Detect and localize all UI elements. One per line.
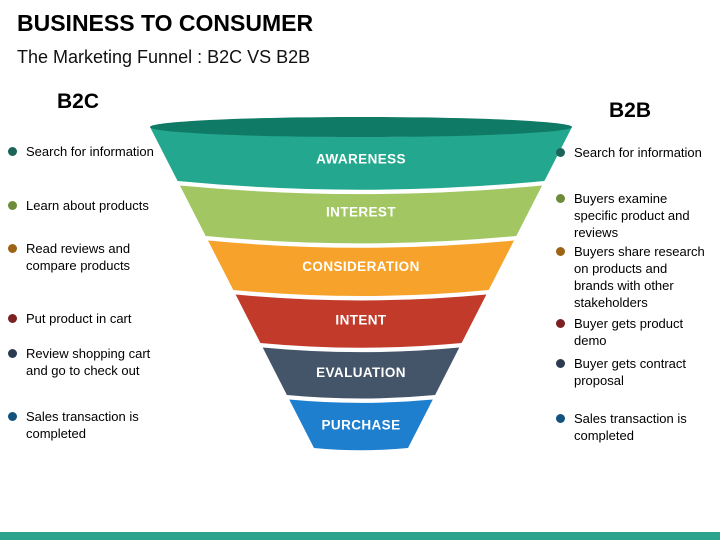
funnel-stage-awareness xyxy=(150,127,572,190)
funnel-stage-intent xyxy=(235,294,487,348)
funnel-stage-label: AWARENESS xyxy=(316,152,406,167)
footer-accent-bar xyxy=(0,532,720,540)
funnel-stage-interest xyxy=(179,185,543,244)
b2c-heading: B2C xyxy=(57,90,100,113)
funnel-rim xyxy=(150,117,572,137)
funnel-stage-evaluation xyxy=(262,347,460,399)
funnel-stage-label: EVALUATION xyxy=(316,365,406,380)
funnel-stage-label: INTENT xyxy=(335,312,386,327)
funnel-stage-label: PURCHASE xyxy=(322,417,401,432)
page-subtitle: The Marketing Funnel : B2C VS B2B xyxy=(17,47,311,67)
funnel-stage-label: INTEREST xyxy=(326,204,396,219)
page-title: BUSINESS TO CONSUMER xyxy=(17,10,314,36)
b2b-heading: B2B xyxy=(609,99,652,122)
funnel-stage-label: CONSIDERATION xyxy=(302,259,419,274)
funnel-stage-purchase xyxy=(289,399,433,451)
funnel-stage-consideration xyxy=(208,240,514,297)
